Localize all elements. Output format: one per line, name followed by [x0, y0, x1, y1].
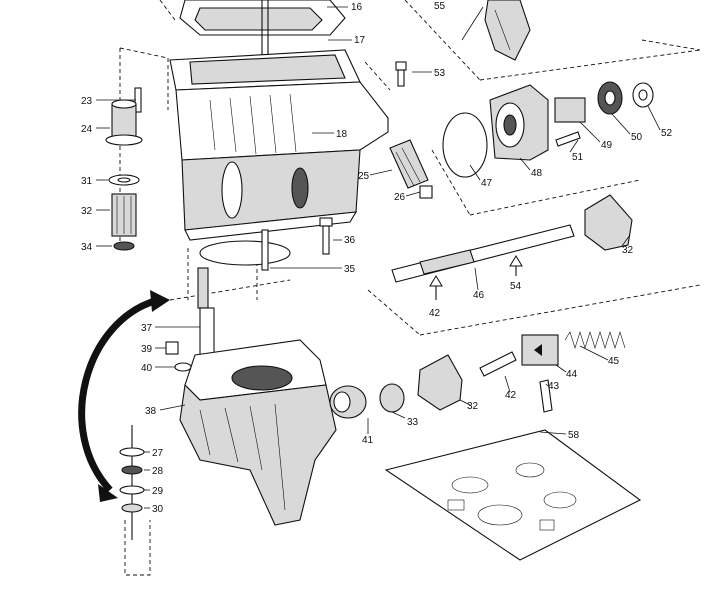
plug-26 [419, 185, 433, 199]
callout-37: 37 [141, 323, 153, 334]
pin-43 [539, 379, 553, 413]
callout-53: 53 [434, 68, 446, 79]
gear-case-38 [179, 339, 337, 526]
callout-45: 45 [608, 356, 620, 367]
callout-16: 16 [351, 2, 363, 13]
callout-50: 50 [631, 132, 643, 143]
callout-32-right: 32 [622, 245, 634, 256]
washer-31 [108, 174, 140, 186]
callout-52: 52 [661, 128, 673, 139]
callout-29: 29 [152, 486, 164, 497]
propeller-55 [484, 0, 531, 61]
screw-53 [395, 61, 407, 87]
pump-stack [119, 425, 151, 576]
spring-45 [564, 330, 626, 350]
callout-26: 26 [394, 192, 406, 203]
callout-55: 55 [434, 1, 446, 12]
callout-49: 49 [601, 140, 613, 151]
callout-47: 47 [481, 178, 493, 189]
callout-42-lower: 42 [505, 390, 517, 401]
callout-44: 44 [566, 369, 578, 380]
drive-shaft-37 [197, 267, 215, 363]
callout-39: 39 [141, 344, 153, 355]
washer-34 [113, 241, 135, 251]
plug-39 [165, 341, 179, 355]
arrow-42-top [429, 275, 443, 300]
washer-40 [174, 362, 192, 372]
bushing-24 [105, 99, 143, 146]
curved-arrow [78, 290, 170, 502]
callout-28: 28 [152, 466, 164, 477]
callout-23: 23 [81, 96, 93, 107]
callout-32-left: 32 [81, 206, 93, 217]
bolt-51 [555, 131, 581, 147]
bearing-50 [597, 81, 623, 115]
callout-labels: 16 17 53 18 23 24 31 32 34 25 26 36 35 3… [81, 1, 673, 515]
bearing-49 [554, 97, 586, 123]
callout-43: 43 [548, 381, 560, 392]
screw-36 [319, 217, 333, 255]
pinion-32 [111, 193, 137, 237]
pin-42-lower [479, 351, 517, 377]
callout-18: 18 [336, 129, 348, 140]
leader-lines [96, 6, 661, 509]
callout-48: 48 [531, 168, 543, 179]
clutch-44 [521, 334, 559, 366]
propeller-shaft-46 [391, 224, 575, 283]
callout-30: 30 [152, 504, 164, 515]
needle-bearing-25 [389, 139, 429, 189]
callout-40: 40 [141, 363, 153, 374]
callout-58: 58 [568, 430, 580, 441]
callout-34: 34 [81, 242, 93, 253]
callout-27: 27 [152, 448, 164, 459]
o-ring-35 [199, 229, 291, 271]
callout-36: 36 [344, 235, 356, 246]
callout-54: 54 [510, 281, 522, 292]
o-ring-47 [442, 112, 488, 178]
callout-24: 24 [81, 124, 93, 135]
callout-31: 31 [81, 176, 93, 187]
callout-42-top: 42 [429, 308, 441, 319]
gasket-kit-58 [384, 429, 642, 561]
callout-41: 41 [362, 435, 374, 446]
callout-33: 33 [407, 417, 419, 428]
callout-46: 46 [473, 290, 485, 301]
bevel-gear-32-right [584, 194, 633, 251]
gear-32-lower [417, 354, 463, 411]
washer-52 [632, 82, 654, 108]
callout-32-lower: 32 [467, 401, 479, 412]
callout-17: 17 [354, 35, 366, 46]
upper-gear-housing [169, 0, 389, 241]
arrow-54 [509, 255, 523, 276]
callout-25: 25 [358, 171, 370, 182]
callout-35: 35 [344, 264, 356, 275]
callout-51: 51 [572, 152, 584, 163]
bushing-41 [329, 385, 367, 419]
bearing-housing-48 [489, 84, 549, 161]
bearing-33 [379, 383, 405, 413]
callout-38: 38 [145, 406, 157, 417]
